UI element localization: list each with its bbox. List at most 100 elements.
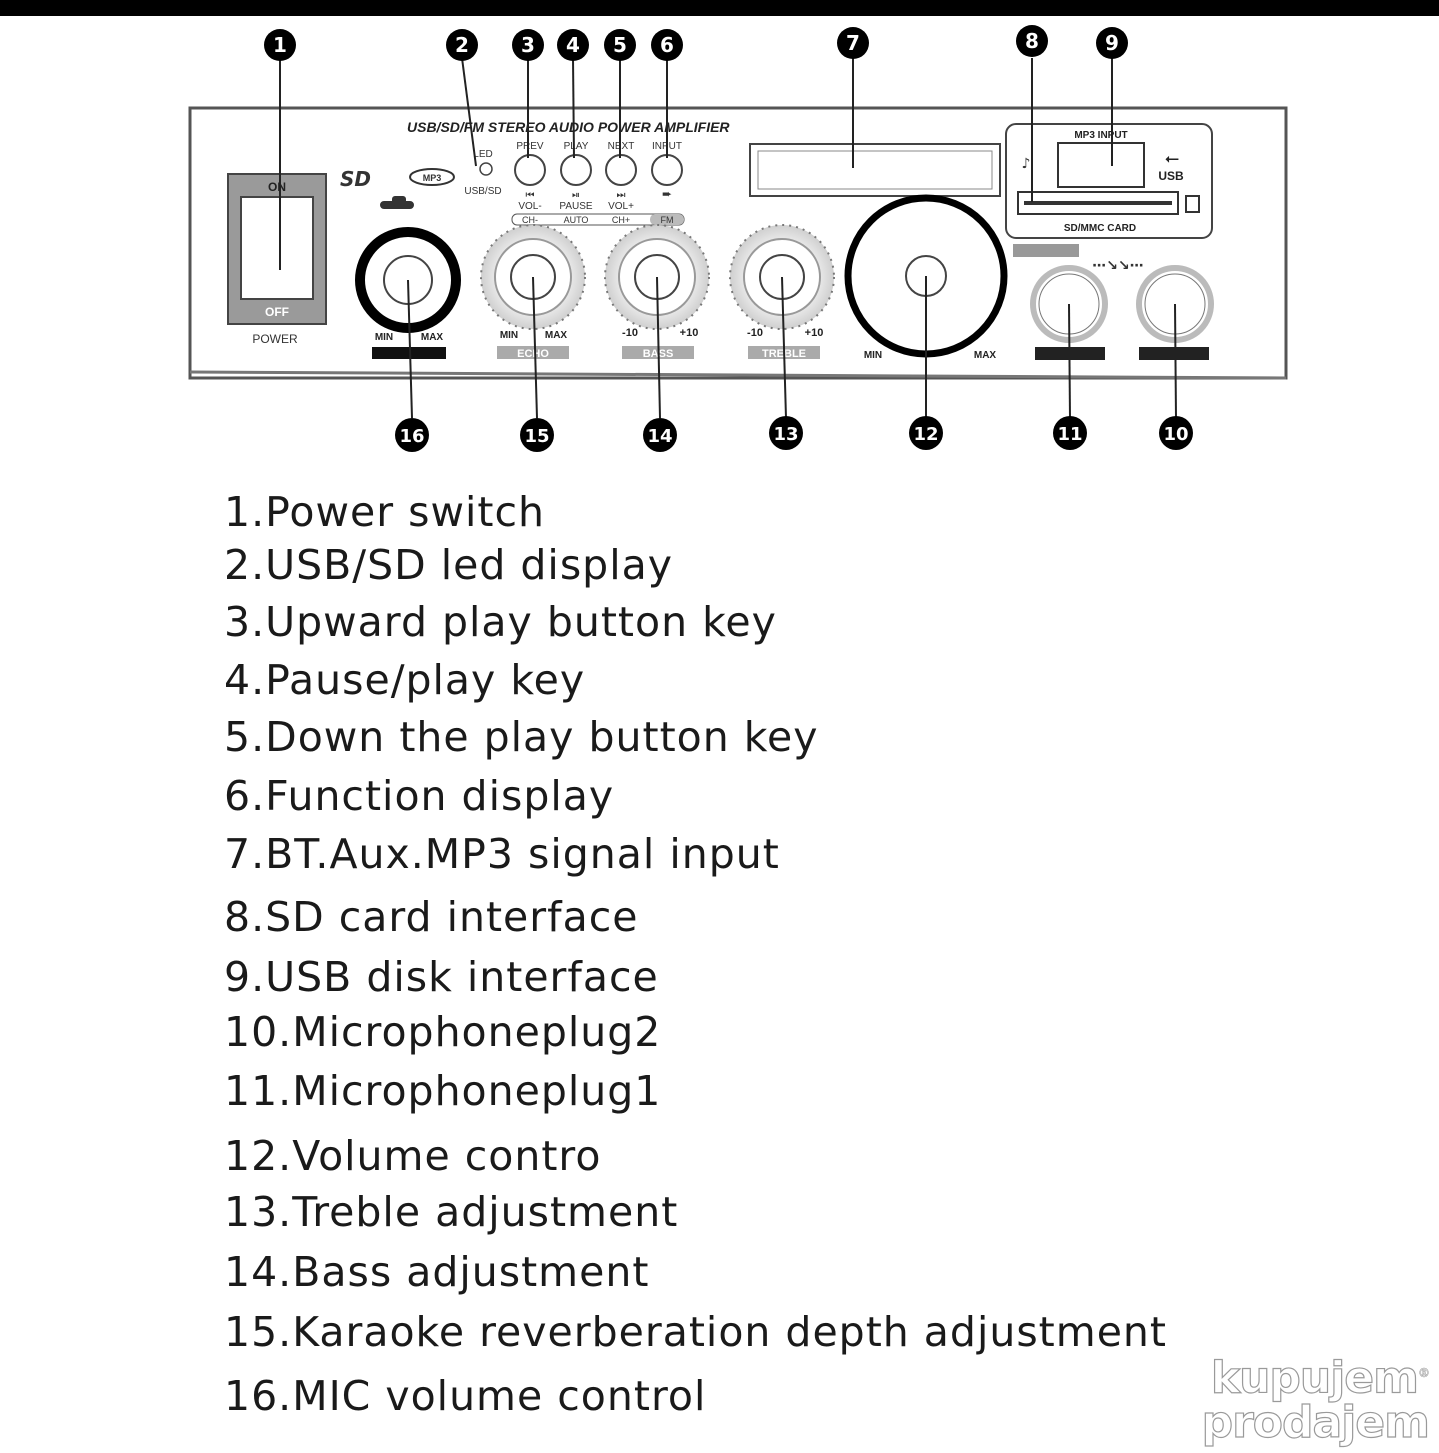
legend-item-9: 9.USB disk interface [224,953,659,1001]
callout-5 [604,29,636,61]
callout-2 [446,29,478,61]
legend-item-4: 4.Pause/play key [224,656,586,704]
ch-plus-label: CH+ [612,215,630,225]
legend-item-12: 12.Volume contro [224,1132,602,1180]
callout-leaders [279,57,1177,419]
aux-jack[interactable] [1057,142,1145,188]
fm-label: FM [661,215,674,225]
power-on-label: ON [268,180,286,194]
panel-title: USB/SD/FM STEREO AUDIO POWER AMPLIFIER [407,119,730,135]
callout-6 [651,29,683,61]
usbsd-led [479,162,493,176]
legend-item-1: 1.Power switch [224,488,545,536]
sd-logo-icon: S⁠D [340,167,371,191]
callout-4-label: 4 [566,33,580,57]
legend-item-6: 6.Function display [224,772,615,820]
callout-16-label: 16 [399,426,424,447]
prev-button[interactable]: PREV ⏮ [514,141,546,201]
callout-9 [1096,27,1128,59]
legend-item-14: 14.Bass adjustment [224,1248,650,1296]
mic-min-label: MIN [375,332,393,343]
watermark-logo: kupujem® prodajem [1201,1351,1431,1448]
mp3-logo: MP3 [409,168,455,186]
mp3-input-label: MP3 INPUT [1074,130,1127,141]
ch-minus-label: CH- [522,215,538,225]
callout-4 [557,29,589,61]
treble-plus10-label: +10 [805,327,824,339]
callout-9-label: 9 [1105,31,1119,55]
callout-14 [643,418,677,452]
callout-3-label: 3 [521,33,535,57]
auto-label: AUTO [564,215,589,225]
mic-plug-2-label-bar [1139,347,1209,360]
bass-minus10-label: -10 [622,327,638,339]
power-label: POWER [252,332,298,346]
play-pause-icon: ⏯ [572,190,580,201]
play-button[interactable]: PLAY ⏯ [560,141,592,201]
mic-label-bar [372,347,446,359]
legend-item-13: 13.Treble adjustment [224,1188,679,1236]
mic-plug-label-bar [1013,244,1079,257]
top-border [0,0,1439,16]
callout-5-label: 5 [613,33,627,57]
callout-3 [512,29,544,61]
legend-item-11: 11.Microphoneplug1 [224,1067,662,1115]
mic-max-label: MAX [421,332,444,343]
callout-16 [395,418,429,452]
echo-knob[interactable] [480,224,586,330]
echo-label: ECHO [517,348,549,360]
echo-label-bar [497,346,569,359]
usb-label: USB [1158,169,1184,183]
mic-plug-icon: ⋯↘↘⋯ [1092,258,1143,274]
callout-8-label: 8 [1025,29,1039,53]
callout-7 [837,27,869,59]
play-label: PLAY [564,141,589,152]
callout-12-label: 12 [913,424,938,445]
fm-tag [650,214,684,225]
callout-badges: 1 2 3 4 5 6 7 8 9 16 15 14 13 12 11 10 [264,25,1193,452]
vol-minus-label: VOL- [518,201,541,212]
watermark-mark: ® [1418,1366,1431,1381]
callout-6-label: 6 [660,33,674,57]
sd-card-icon [1185,195,1200,213]
watermark-line1: kupujem [1210,1353,1419,1404]
callout-15-label: 15 [524,426,549,447]
watermark-line2: prodajem [1201,1397,1431,1448]
callout-7-label: 7 [846,31,860,55]
legend-item-16: 16.MIC volume control [224,1372,707,1420]
callout-10 [1159,416,1193,450]
treble-minus10-label: -10 [747,327,763,339]
headphone-icon: ♪ [1022,156,1031,172]
amplifier-panel-diagram: USB/SD/FM STEREO AUDIO POWER AMPLIFIER O… [188,25,1288,452]
prev-icon: ⏮ [526,190,535,201]
mp3-logo-text: MP3 [423,173,442,183]
function-display [749,143,1001,197]
sd-card-label: SD/MMC CARD [1064,223,1136,234]
callout-11 [1053,416,1087,450]
callout-12 [909,416,943,450]
callout-14-label: 14 [647,426,672,447]
usbsd-label: USB/SD [464,186,501,197]
echo-min-label: MIN [500,330,518,341]
pause-label: PAUSE [559,201,592,212]
legend-item-15: 15.Karaoke reverberation depth adjustmen… [224,1308,1167,1356]
volume-min-label: MIN [864,350,882,361]
legend-item-2: 2.USB/SD led display [224,541,673,589]
legend-item-5: 5.Down the play button key [224,713,819,761]
power-switch[interactable]: ON OFF [227,173,327,325]
legend-item-3: 3.Upward play button key [224,598,777,646]
prev-label: PREV [516,141,544,152]
mic-icon [380,196,414,209]
legend-item-8: 8.SD card interface [224,893,639,941]
callout-1 [264,29,296,61]
volume-max-label: MAX [974,350,997,361]
vol-plus-label: VOL+ [608,201,634,212]
media-module: MP3 INPUT ♪ ⭠ USB SD/MMC CARD [1005,123,1213,239]
legend-item-10: 10.Microphoneplug2 [224,1008,662,1056]
echo-max-label: MAX [545,330,568,341]
callout-10-label: 10 [1163,424,1188,445]
callout-8 [1016,25,1048,57]
usb-icon: ⭠ [1165,148,1179,169]
next-icon: ⏭ [617,190,626,201]
power-off-label: OFF [265,305,289,319]
